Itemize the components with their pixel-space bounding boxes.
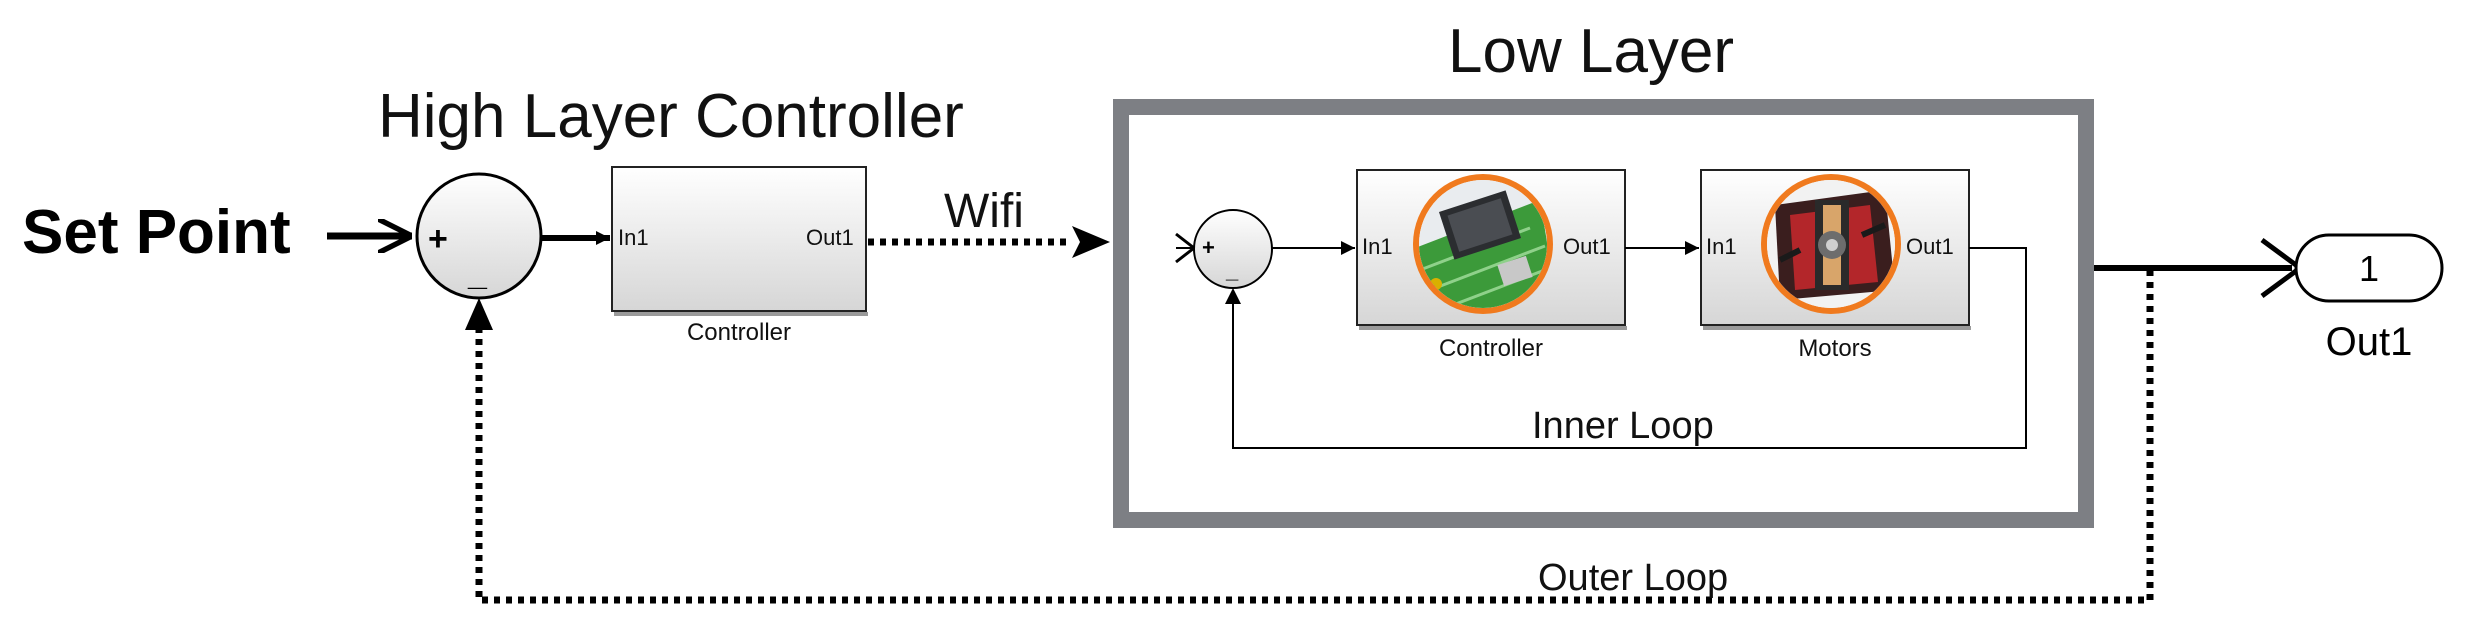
outer-loop-label: Outer Loop [1538, 557, 1728, 599]
inner-sum-plus-sign: + [1202, 235, 1215, 260]
inner-loop-arrow-head [1225, 288, 1241, 304]
high-sum-minus-sign: _ [467, 255, 488, 293]
outer-loop-feedback-line [475, 270, 2154, 604]
motors-caption: Motors [1798, 335, 1871, 362]
motors-in-port: In1 [1706, 234, 1737, 259]
low-controller-caption: Controller [1439, 335, 1543, 362]
motor-icon [1761, 174, 1901, 314]
output-port-block[interactable]: 1 [2294, 233, 2444, 303]
inner-sum-junction[interactable]: + _ [1193, 209, 1273, 289]
circuit-board-icon [1413, 174, 1553, 314]
inner-sum-minus-sign: _ [1225, 258, 1239, 283]
high-sum-plus-sign: + [428, 220, 448, 258]
high-layer-sum-junction[interactable]: + _ [415, 172, 543, 300]
wifi-arrow-head [1072, 226, 1110, 258]
outer-loop-arrow-head [465, 298, 493, 330]
output-port-number: 1 [2359, 248, 2379, 289]
high-layer-controller-block[interactable]: In1 Out1 [611, 166, 868, 316]
motors-out-port: Out1 [1906, 234, 1954, 259]
low-controller-out-port: Out1 [1563, 234, 1611, 259]
high-controller-out-port: Out1 [806, 225, 854, 250]
inner-loop-feedback-line [1232, 247, 2027, 449]
motors-block[interactable]: In1 Out1 [1700, 169, 1971, 330]
high-layer-title: High Layer Controller [378, 82, 964, 151]
wifi-label: Wifi [944, 185, 1024, 238]
low-controller-block[interactable]: In1 Out1 [1356, 169, 1627, 330]
high-controller-in-port: In1 [618, 225, 649, 250]
low-layer-title: Low Layer [1448, 17, 1734, 86]
inner-loop-label: Inner Loop [1532, 405, 1714, 447]
set-point-label: Set Point [22, 198, 291, 267]
low-controller-in-port: In1 [1362, 234, 1393, 259]
output-port-label: Out1 [2326, 320, 2413, 364]
high-controller-caption: Controller [687, 319, 791, 346]
